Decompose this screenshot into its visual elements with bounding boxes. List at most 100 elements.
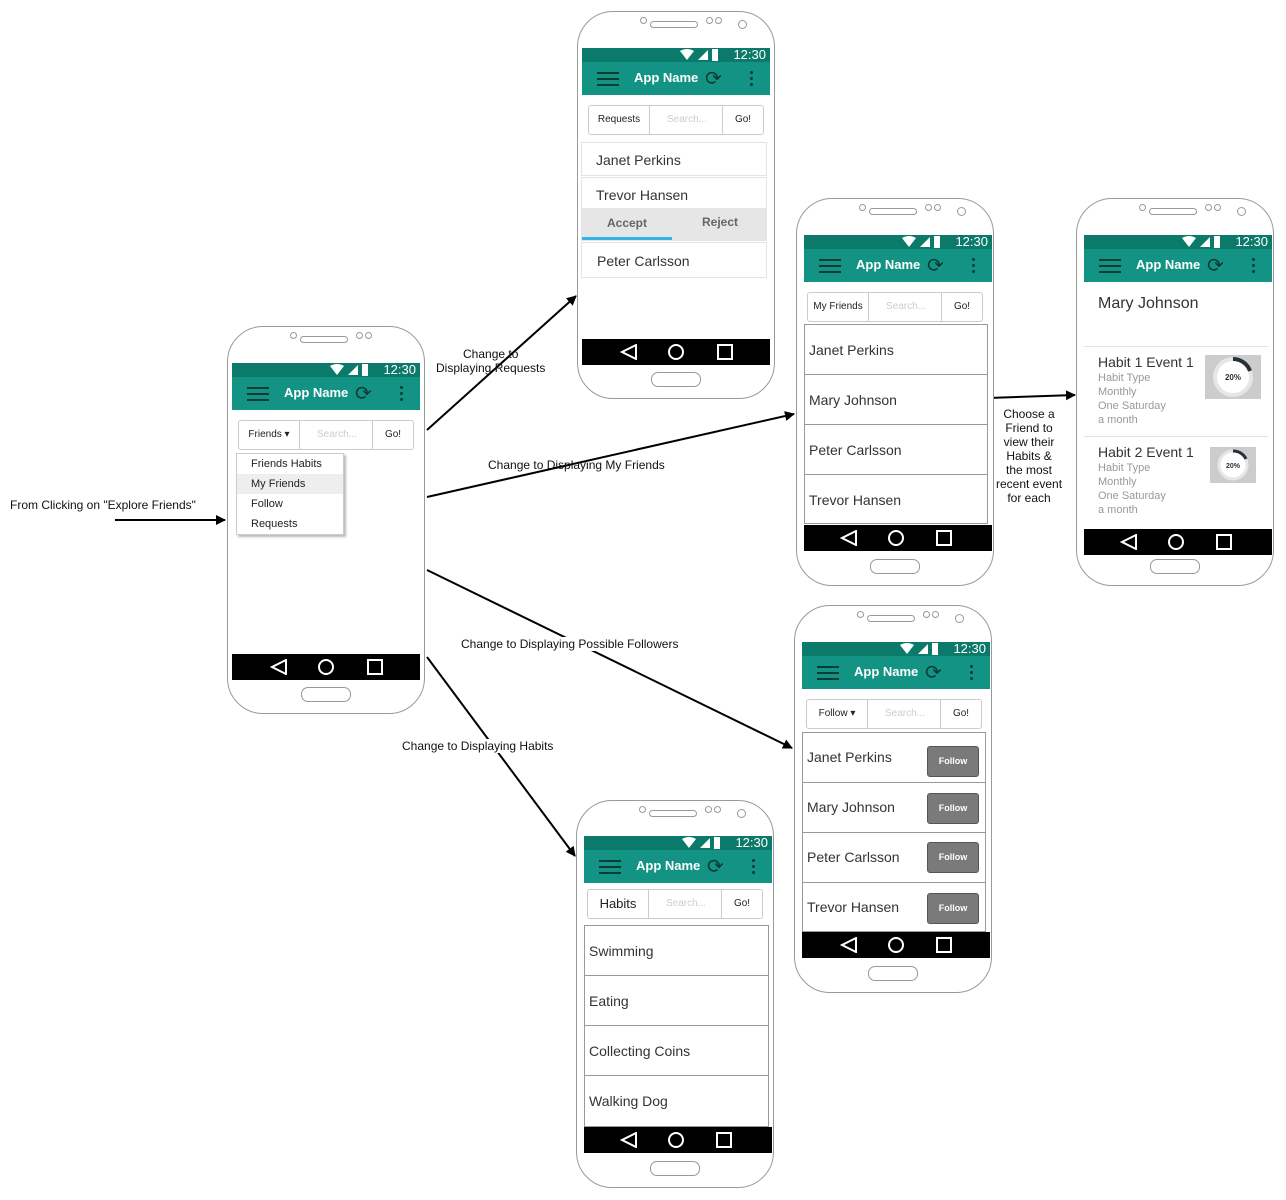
clock: 12:30 [733, 47, 766, 62]
more-options-icon[interactable] [752, 859, 756, 877]
app-title: App Name [634, 70, 699, 85]
phone-sensor [1214, 204, 1221, 211]
signal-icons [902, 236, 940, 248]
search-input[interactable]: Search... [885, 301, 927, 312]
home-icon[interactable] [317, 659, 335, 675]
phone-home-button [301, 687, 351, 702]
back-icon[interactable] [1120, 534, 1138, 550]
follow-button[interactable]: Follow [927, 746, 979, 777]
recents-icon[interactable] [366, 659, 384, 675]
menu-item-friends-habits[interactable]: Friends Habits [251, 458, 322, 470]
go-button[interactable]: Go! [941, 293, 982, 321]
follow-row: Trevor Hansen Follow [803, 883, 985, 931]
search-input[interactable]: Search... [884, 708, 926, 719]
event-type: Habit Type [1098, 462, 1151, 474]
habit-event-card[interactable]: Habit 2 Event 1 Habit Type Monthly One S… [1084, 437, 1268, 529]
back-icon[interactable] [620, 1132, 638, 1148]
search-input[interactable]: Search... [665, 898, 707, 909]
view-selector[interactable]: Habits [588, 890, 649, 918]
phone-home-button [870, 559, 920, 574]
more-options-icon[interactable] [400, 386, 404, 404]
recents-icon[interactable] [715, 1132, 733, 1148]
phone-camera [290, 332, 297, 339]
back-icon[interactable] [270, 659, 288, 675]
go-button[interactable]: Go! [372, 421, 413, 449]
go-button[interactable]: Go! [721, 890, 762, 918]
more-options-icon[interactable] [1252, 258, 1256, 276]
app-title: App Name [854, 664, 919, 679]
back-icon[interactable] [840, 530, 858, 546]
habit-row[interactable]: Swimming [585, 926, 768, 976]
menu-icon[interactable] [599, 860, 621, 874]
friend-row[interactable]: Trevor Hansen [809, 492, 902, 508]
menu-item-follow[interactable]: Follow [251, 498, 283, 510]
recents-icon[interactable] [935, 937, 953, 953]
menu-item-requests[interactable]: Requests [251, 518, 298, 530]
phone-sensor [714, 806, 721, 813]
request-row[interactable]: Peter Carlsson [581, 242, 767, 278]
refresh-icon[interactable]: ⟳ [355, 383, 372, 405]
request-row-expanded[interactable]: Trevor Hansen Accept Reject [581, 177, 767, 241]
follow-button[interactable]: Follow [927, 893, 979, 924]
request-row[interactable]: Janet Perkins [581, 142, 767, 176]
more-options-icon[interactable] [750, 71, 754, 89]
menu-icon[interactable] [1099, 259, 1121, 273]
more-options-icon[interactable] [972, 258, 976, 276]
progress-label: 20% [1225, 373, 1241, 382]
request-name: Trevor Hansen [596, 187, 689, 203]
refresh-icon[interactable]: ⟳ [705, 68, 722, 90]
progress-gauge: 20% [1205, 355, 1261, 399]
home-icon[interactable] [667, 344, 685, 360]
friend-row[interactable]: Peter Carlsson [805, 425, 987, 475]
friend-row[interactable]: Janet Perkins [805, 325, 987, 375]
nav-bar [804, 525, 992, 551]
more-options-icon[interactable] [970, 665, 974, 683]
refresh-icon[interactable]: ⟳ [927, 255, 944, 277]
follow-button[interactable]: Follow [927, 842, 979, 873]
home-icon[interactable] [887, 937, 905, 953]
habit-row[interactable]: Collecting Coins [585, 1026, 768, 1076]
label-to-requests: Change to Displaying Requests [436, 347, 546, 375]
menu-icon[interactable] [597, 72, 619, 86]
app-bar: App Name ⟳ [584, 850, 772, 883]
menu-icon[interactable] [817, 666, 839, 680]
search-input[interactable]: Search... [666, 114, 708, 125]
follow-button[interactable]: Follow [927, 793, 979, 824]
divider [1084, 346, 1268, 347]
view-selector[interactable]: My Friends [808, 293, 869, 321]
go-button[interactable]: Go! [940, 700, 981, 728]
search-input[interactable]: Search... [316, 429, 358, 440]
habit-event-card[interactable]: Habit 1 Event 1 Habit Type Monthly One S… [1084, 347, 1268, 435]
recents-icon[interactable] [935, 530, 953, 546]
recents-icon[interactable] [716, 344, 734, 360]
refresh-icon[interactable]: ⟳ [1207, 255, 1224, 277]
view-dropdown: Friends Habits My Friends Follow Request… [236, 453, 344, 535]
accept-tab[interactable]: Accept [582, 208, 672, 240]
label-choose-friend: Choose a Friend to view their Habits & t… [996, 407, 1063, 505]
follow-row: Janet Perkins Follow [803, 733, 985, 783]
home-icon[interactable] [1167, 534, 1185, 550]
home-icon[interactable] [667, 1132, 685, 1148]
follow-row: Peter Carlsson Follow [803, 833, 985, 883]
menu-icon[interactable] [819, 259, 841, 273]
refresh-icon[interactable]: ⟳ [707, 856, 724, 878]
recents-icon[interactable] [1215, 534, 1233, 550]
home-icon[interactable] [887, 530, 905, 546]
refresh-icon[interactable]: ⟳ [925, 662, 942, 684]
back-icon[interactable] [840, 937, 858, 953]
menu-icon[interactable] [247, 387, 269, 401]
view-selector[interactable]: Requests [589, 106, 650, 134]
view-selector[interactable]: Follow ▾ [807, 700, 868, 728]
habit-row[interactable]: Walking Dog [589, 1093, 668, 1109]
go-button[interactable]: Go! [722, 106, 763, 134]
view-selector[interactable]: Friends ▾ [239, 421, 300, 449]
menu-item-my-friends[interactable]: My Friends [237, 474, 343, 494]
reject-tab[interactable]: Reject [701, 215, 739, 229]
friend-row[interactable]: Mary Johnson [805, 375, 987, 425]
progress-ring-icon: 20% [1217, 449, 1249, 481]
back-icon[interactable] [620, 344, 638, 360]
request-name: Peter Carlsson [597, 253, 690, 269]
habit-row[interactable]: Eating [585, 976, 768, 1026]
label-to-followers: Change to Displaying Possible Followers [461, 637, 679, 651]
phone-sensor [923, 611, 930, 618]
